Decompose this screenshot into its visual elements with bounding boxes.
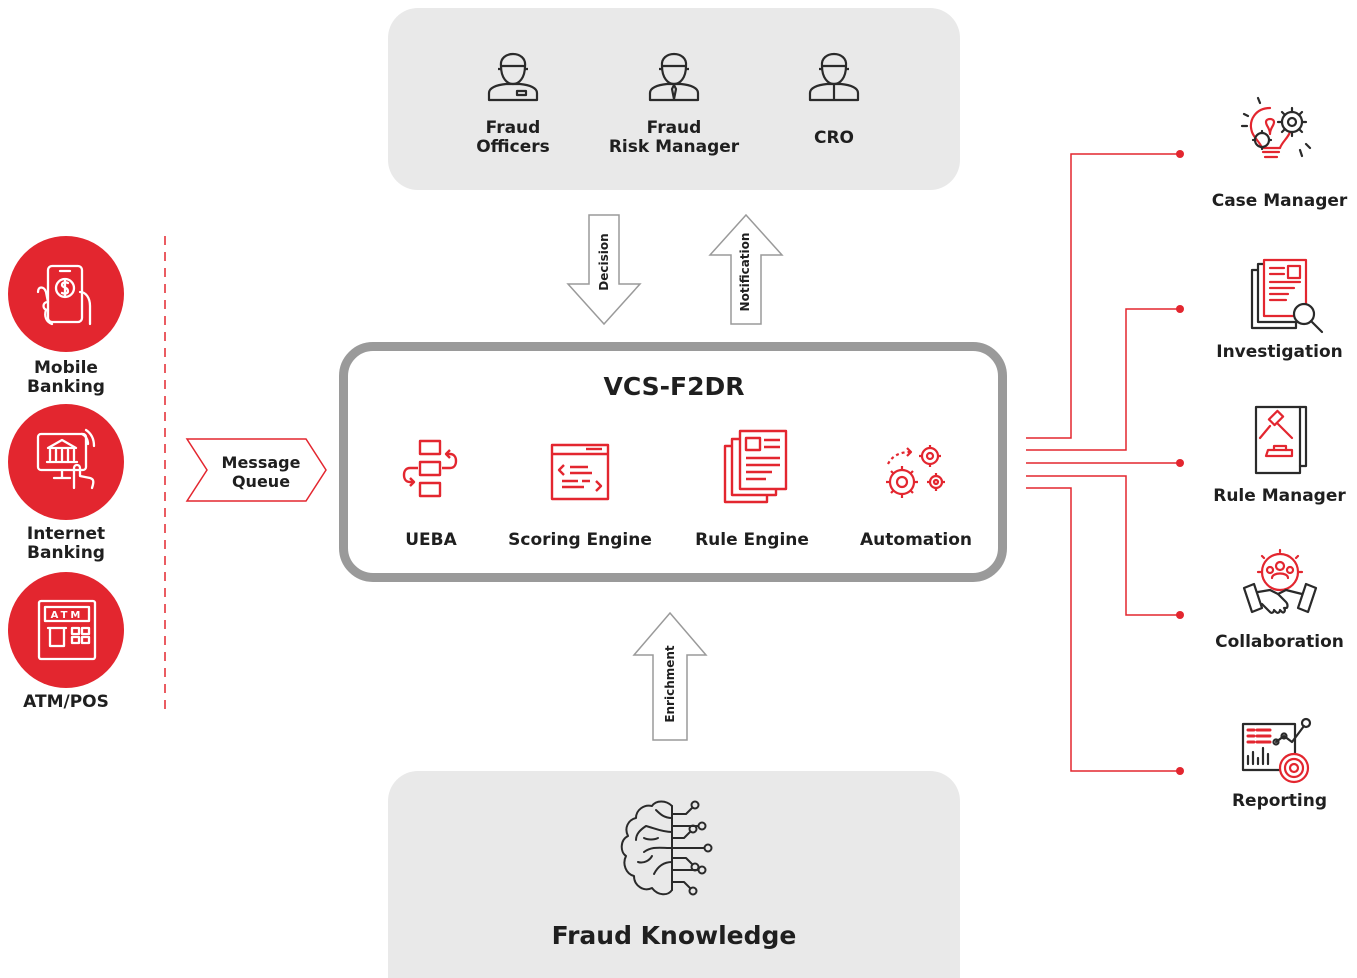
fraud-risk-manager-icon (648, 52, 700, 102)
notification-label: Notification (738, 232, 752, 312)
rule-manager-icon (1254, 405, 1308, 475)
investigation-icon (1250, 258, 1324, 334)
enrichment-arrow (632, 611, 708, 741)
fraud-knowledge-label: Fraud Knowledge (551, 921, 797, 950)
role-label-fraud-risk-manager: Fraud Risk Manager (598, 119, 750, 157)
core-title: VCS-F2DR (603, 372, 745, 401)
module-label-ueba: UEBA (405, 530, 457, 550)
channel-label-line2: Banking (27, 377, 105, 397)
message-queue-line2: Queue (231, 472, 291, 491)
channel-label-line2: Banking (27, 543, 105, 563)
channel-label-atm-pos: ATM/POS (23, 692, 109, 712)
output-label-investigation: Investigation (1216, 342, 1343, 362)
decision-label: Decision (597, 233, 611, 291)
fraud-knowledge-panel (388, 771, 960, 978)
reporting-icon (1241, 717, 1312, 784)
atm-pos-icon: ATM (37, 599, 97, 661)
channel-label-mobile-banking: Mobile Banking (6, 359, 126, 397)
output-label-collaboration: Collaboration (1215, 632, 1344, 652)
module-label-automation: Automation (860, 530, 972, 550)
channel-label-line1: Mobile (34, 358, 98, 378)
atm-text: ATM (51, 610, 84, 621)
rule-engine-icon (723, 429, 788, 504)
module-label-rule-engine: Rule Engine (695, 530, 809, 550)
collaboration-icon (1242, 548, 1318, 614)
message-queue-arrow (185, 438, 327, 502)
internet-banking-icon (36, 428, 96, 490)
enrichment-label: Enrichment (663, 645, 677, 723)
output-label-rule-manager: Rule Manager (1213, 486, 1346, 506)
message-queue-line1: Message (221, 453, 301, 472)
case-manager-icon (1240, 96, 1312, 159)
core-platform-box (339, 342, 1007, 582)
message-queue-label: Message Queue (201, 453, 321, 491)
brain-icon (620, 800, 713, 896)
role-label-line1: Fraud (646, 118, 702, 138)
cro-icon (808, 52, 860, 102)
ueba-icon (402, 439, 458, 498)
channel-label-line1: Internet (26, 524, 106, 544)
mobile-banking-icon (36, 264, 92, 326)
channel-label-internet-banking: Internet Banking (6, 525, 126, 563)
notification-arrow (708, 213, 784, 325)
role-label-line2: Risk Manager (608, 137, 740, 157)
output-label-reporting: Reporting (1231, 791, 1328, 811)
output-label-case-manager: Case Manager (1211, 191, 1348, 211)
scoring-engine-icon (550, 443, 610, 501)
automation-icon (886, 445, 945, 498)
connector-dots (1176, 150, 1184, 775)
role-label-line1: Fraud (485, 118, 541, 138)
fraud-officer-icon (487, 52, 539, 102)
role-label-cro: CRO (813, 128, 855, 148)
module-label-scoring-engine: Scoring Engine (508, 530, 652, 550)
atm-pos-circle (8, 572, 124, 688)
output-connectors (1026, 153, 1180, 772)
decision-arrow (566, 214, 642, 326)
role-label-fraud-officers: Fraud Officers (453, 119, 573, 157)
role-label-line2: Officers (476, 137, 550, 157)
